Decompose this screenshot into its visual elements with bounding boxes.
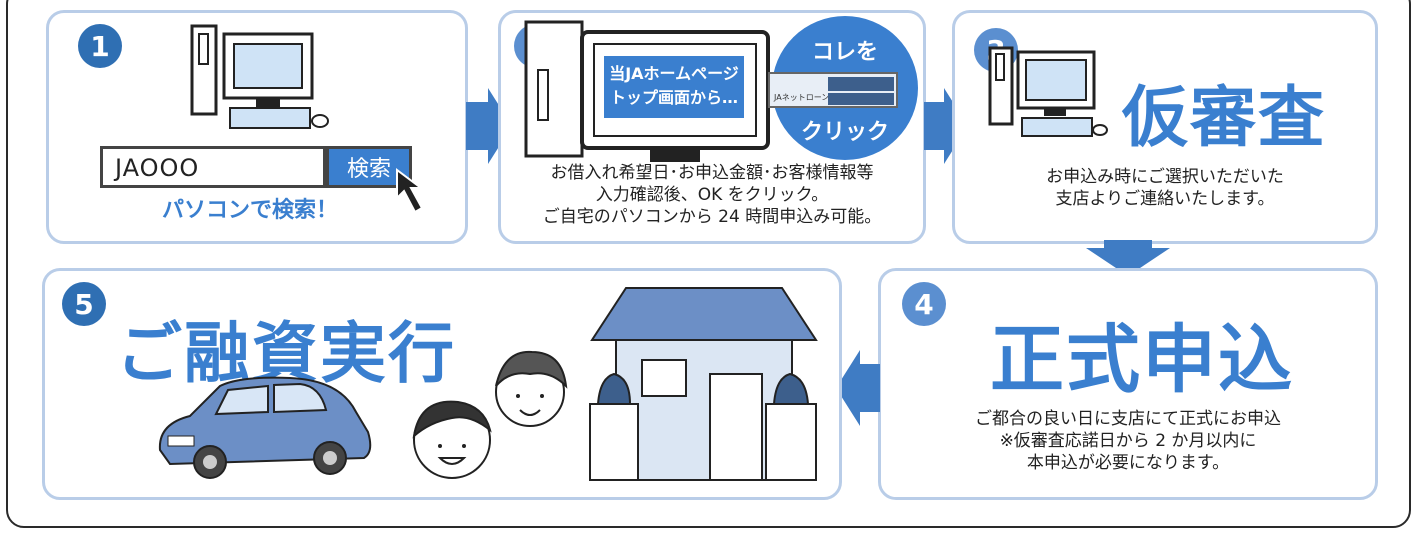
screen-text-line1: 当JAホームページ <box>609 64 739 83</box>
step4-caption: ご都合の良い日に支店にて正式にお申込 ※仮審査応諾日から 2 か月以内に 本申込… <box>888 408 1368 474</box>
step4-caption-line2: ※仮審査応諾日から 2 か月以内に <box>999 431 1257 451</box>
computer-icon <box>190 24 329 129</box>
step3-title: 仮審査 <box>1122 79 1326 156</box>
step2-caption-line1: お借入れ希望日･お申込金額･お客様情報等 <box>550 163 874 183</box>
pc-tower-icon <box>524 20 584 158</box>
arrow-right-icon <box>466 88 512 164</box>
step1-number: 1 <box>78 24 122 68</box>
step3-caption-line1: お申込み時にご選択いただいた <box>1046 167 1284 187</box>
search-input[interactable]: JAOOO <box>100 146 326 188</box>
house-illustration <box>589 287 818 481</box>
search-input-value: JAOOO <box>115 154 200 182</box>
banner[interactable]: JAネットローン <box>768 72 898 108</box>
step2-caption: お借入れ希望日･お申込金額･お客様情報等 入力確認後、OK をクリック。 ご自宅… <box>508 162 916 228</box>
computer-icon <box>988 46 1108 137</box>
step2-caption-line2: 入力確認後、OK をクリック。 <box>595 185 829 205</box>
screen-text-line2: トップ画面から… <box>609 88 738 107</box>
outer-frame <box>6 0 1411 528</box>
step4-number: 4 <box>902 282 946 326</box>
step4-title: 正式申込 <box>990 317 1294 403</box>
arrow-left-icon <box>836 350 880 426</box>
cursor-arrow-icon <box>396 168 424 214</box>
bubble-bottom-text: クリック <box>800 120 889 145</box>
step3-caption: お申込み時にご選択いただいた 支店よりご連絡いたします。 <box>962 166 1368 210</box>
screen-text-box: 当JAホームページ トップ画面から… <box>604 56 744 118</box>
step4-panel <box>878 268 1378 500</box>
arrow-down-icon <box>1086 240 1170 276</box>
family-illustration <box>412 350 568 479</box>
step5-number: 5 <box>62 282 106 326</box>
step2-caption-line3: ご自宅のパソコンから 24 時間申込み可能。 <box>542 207 882 227</box>
banner-label: JAネットローン <box>774 93 830 102</box>
step3-caption-line2: 支店よりご連絡いたします。 <box>1055 189 1275 209</box>
search-button-label: 検索 <box>346 157 391 182</box>
bubble-top-text: コレを <box>811 40 878 65</box>
step4-caption-line1: ご都合の良い日に支店にて正式にお申込 <box>975 409 1281 429</box>
arrow-right-icon <box>924 88 968 164</box>
car-illustration <box>158 376 372 479</box>
step4-caption-line3: 本申込が必要になります。 <box>1026 453 1230 473</box>
step1-caption: パソコンで検索！ <box>161 198 338 223</box>
